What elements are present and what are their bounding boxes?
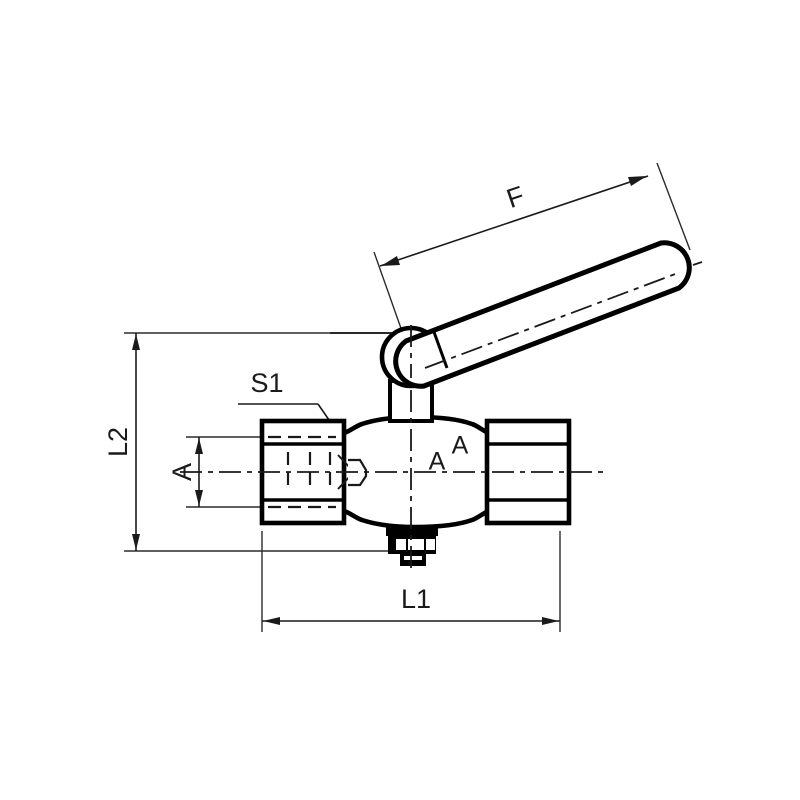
f-dimension-line [379,175,649,267]
l1-arrow-left [263,617,280,625]
l2-label: L2 [103,427,133,457]
handle-centerline-tick [692,261,703,266]
handle-pivot-joint [432,331,449,369]
nut-stem-slot [404,556,422,560]
l1-label: L1 [401,584,431,614]
handle-centerline [424,272,679,369]
l1-arrow-right [542,617,559,625]
s1-label: S1 [250,368,283,398]
f-extension-left [373,251,404,335]
f-label: F [503,180,528,214]
l2-arrow-top [132,334,140,350]
a-arrow-bottom [195,490,203,506]
section-label-top: A [452,432,469,460]
f-extension-right [656,162,691,251]
dimension-f: F [373,162,691,335]
centerlines [180,272,679,570]
nut-flat-right [426,539,435,550]
dimension-l2: L2 [103,333,140,551]
nut-flat-center [408,539,424,550]
dimension-l1: L1 [262,584,560,625]
f-arrow-left [381,256,400,266]
f-arrow-right [628,176,647,186]
bottom-hex-nut [386,527,438,566]
l2-arrow-bottom [132,534,140,550]
nut-flat-left [396,539,406,550]
lever-handle-outline [393,240,692,389]
nut-collar [386,527,438,536]
lever-handle [393,240,692,389]
section-label-bottom: A [429,448,446,476]
a-arrow-top [195,438,203,454]
